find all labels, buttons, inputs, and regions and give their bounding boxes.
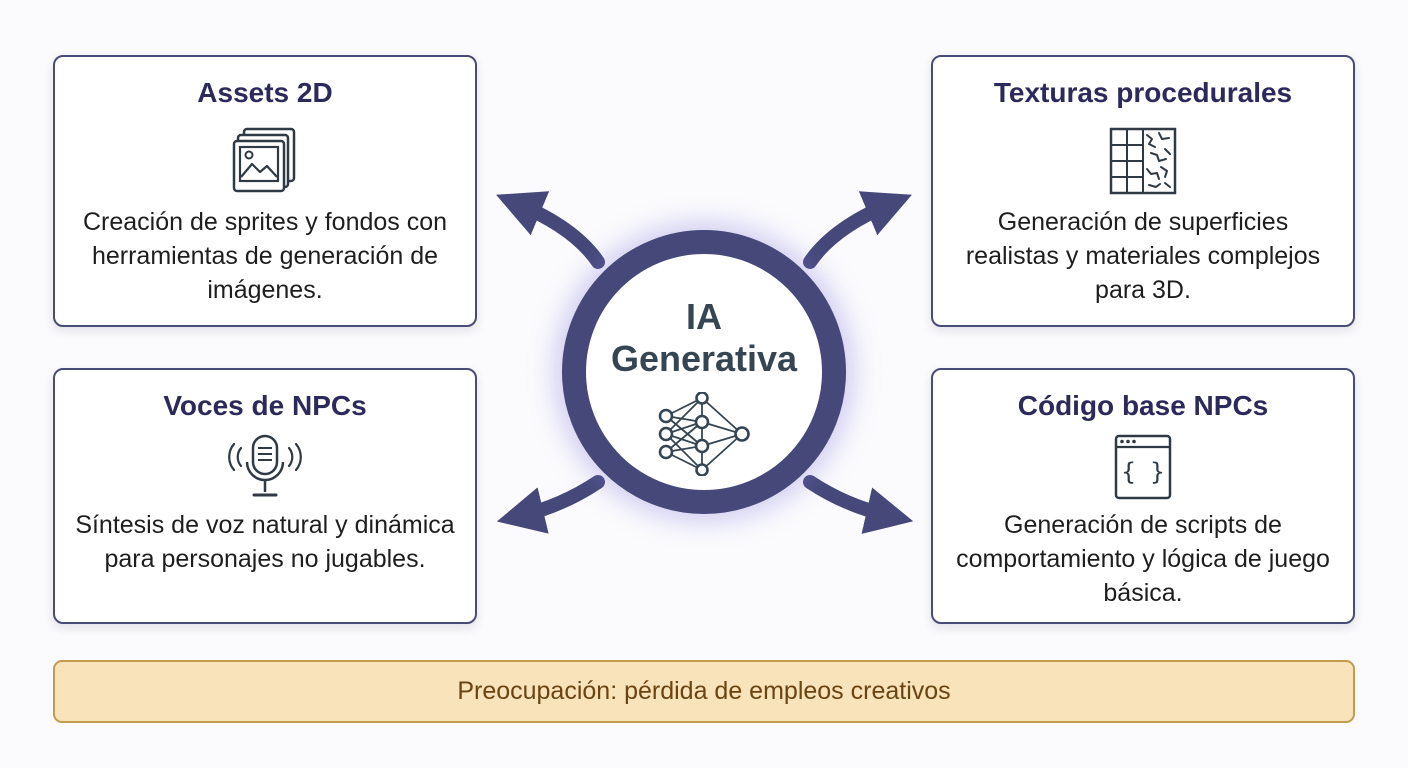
- card-assets-2d: Assets 2D Creación de sprites y fondos c…: [53, 55, 477, 327]
- texture-grid-icon: [1109, 127, 1177, 200]
- concern-banner: Preocupación: pérdida de empleos creativ…: [53, 660, 1355, 723]
- neural-network-icon: [656, 391, 752, 481]
- card-title: Assets 2D: [197, 77, 333, 108]
- card-description: Creación de sprites y fondos con herrami…: [82, 208, 448, 304]
- image-gallery-icon: [232, 127, 298, 200]
- card-description: Generación de superficies realistas y ma…: [965, 208, 1321, 304]
- card-texturas-procedurales: Texturas procedurales Generación de supe…: [931, 55, 1355, 327]
- card-description: Síntesis de voz natural y dinámica para …: [75, 511, 455, 573]
- card-codigo-base-npcs: Código base NPCs { } Generación de scrip…: [931, 368, 1355, 624]
- arrow-to-top-right: [803, 191, 912, 269]
- arrow-to-top-left: [496, 191, 605, 269]
- card-title: Voces de NPCs: [163, 390, 367, 421]
- arrow-to-bottom-right: [803, 475, 914, 534]
- card-title: Texturas procedurales: [993, 77, 1293, 108]
- hub-title: IA Generativa: [586, 296, 822, 380]
- hub-circle: IA Generativa: [562, 230, 846, 514]
- svg-text:{ }: { }: [1121, 458, 1164, 486]
- card-description: Generación de scripts de comportamiento …: [956, 511, 1330, 607]
- card-voces-npcs: Voces de NPCs Síntesis de voz natural y …: [53, 368, 477, 624]
- code-window-icon: { }: [1114, 434, 1172, 505]
- card-title: Código base NPCs: [1017, 390, 1269, 421]
- hub-title-line-2: Generativa: [610, 338, 798, 379]
- microphone-icon: [225, 434, 305, 507]
- arrow-to-bottom-left: [496, 475, 605, 534]
- hub-title-line-1: IA: [686, 296, 722, 337]
